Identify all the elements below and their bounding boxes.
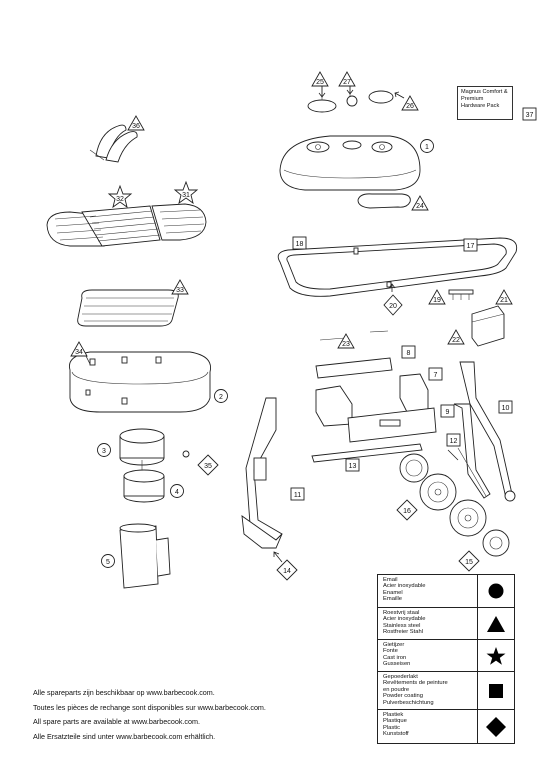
legend-text: Gepoederlakt Revêtements de peinture en …: [383, 674, 448, 706]
callout-shapes: [70, 71, 537, 581]
legend-row-powder-coating: Gepoederlakt Revêtements de peinture en …: [378, 671, 514, 710]
material-legend: Email Acier inoxydable Enamel Emaille Ro…: [377, 574, 515, 744]
part-label: 17: [467, 243, 475, 250]
legend-text: Gietijzer Fonte Cast iron Gusseisen: [383, 642, 411, 668]
circle-icon: [477, 575, 514, 607]
cooking-grids-drawing: [46, 203, 207, 247]
note-en: All spare parts are available at www.bar…: [33, 717, 200, 726]
part-label: 12: [450, 438, 458, 445]
square-icon: [477, 672, 514, 710]
lid-handle-drawing: [357, 193, 411, 209]
part-label: 16: [403, 508, 411, 515]
part-label: 34: [75, 349, 83, 356]
legend-row-cast-iron: Gietijzer Fonte Cast iron Gusseisen: [378, 639, 514, 672]
callout-labels: 1 2 3 4 5 7 8 9 10 11 12 13 14 15 16 17 …: [75, 79, 533, 575]
part-label: 24: [416, 203, 424, 210]
note-fr: Toutes les pièces de rechange sont dispo…: [33, 702, 266, 712]
note-nl: Alle spareparts zijn beschikbaar op www.…: [33, 688, 215, 697]
part-label: 2: [219, 394, 223, 401]
lid-drawing: [279, 135, 421, 191]
part-label: 7: [434, 372, 438, 379]
screw-a: [319, 337, 346, 341]
part-label: 26: [406, 103, 414, 110]
spare-parts-notes: Alle spareparts zijn beschikbaar op www.…: [33, 686, 333, 744]
part-label: 8: [407, 350, 411, 357]
bowl-drawing: [68, 351, 212, 413]
side-table-frame-drawing: [277, 237, 518, 297]
legend-text: Email Acier inoxydable Enamel Emaille: [383, 577, 426, 603]
wheels-drawing: [399, 447, 510, 557]
part-label: 1: [425, 144, 429, 151]
part-label: 11: [294, 492, 301, 499]
part-label: 18: [296, 241, 304, 248]
leader-arrows: [85, 86, 459, 563]
part-label: 19: [433, 297, 441, 304]
part-label: 3: [102, 448, 106, 455]
legend-text: Plastiek Plastique Plastic Kunststoff: [383, 712, 409, 738]
ash-collector-drawing: [119, 428, 165, 470]
legend-row-enamel: Email Acier inoxydable Enamel Emaille: [378, 575, 514, 607]
part-label: 35: [204, 463, 212, 470]
part-label: 10: [502, 405, 510, 412]
part-label: 37: [526, 112, 534, 119]
part-label: 23: [342, 341, 350, 348]
legend-row-stainless: Roestvrij staal Acier inoxydable Stainle…: [378, 607, 514, 640]
part-label: 5: [106, 559, 110, 566]
part-label: 21: [500, 297, 508, 304]
legs-drawing: [241, 361, 516, 549]
hardware-pack-box: Magnus Comfort & Premium Hardware Pack: [457, 86, 513, 120]
part-label: 13: [349, 463, 357, 470]
legend-row-plastic: Plastiek Plastique Plastic Kunststoff: [378, 709, 514, 744]
screw-b: [369, 330, 389, 333]
ash-pan-drawing: [123, 469, 165, 503]
part-label: 22: [452, 337, 460, 344]
part-label: 4: [175, 489, 179, 496]
legend-text: Roestvrij staal Acier inoxydable Stainle…: [383, 610, 426, 636]
part-label: 36: [132, 123, 140, 130]
part-label: 25: [316, 79, 324, 86]
part-label: 27: [343, 79, 351, 86]
chimney-starter-drawing: [119, 523, 171, 589]
hooks-drawing: [448, 289, 474, 300]
part-label: 20: [389, 303, 397, 310]
star-icon: [477, 640, 514, 672]
part-label: 9: [446, 409, 450, 416]
charcoal-grid-drawing: [77, 289, 179, 327]
part-label: 14: [283, 568, 291, 575]
triangle-icon: [477, 608, 514, 640]
part-label: 15: [465, 559, 473, 566]
diamond-icon: [477, 710, 514, 744]
front-panel-drawing: [311, 357, 437, 463]
bracket-drawing: [471, 305, 505, 347]
part-label: 31: [182, 192, 190, 199]
part-label: 33: [176, 287, 184, 294]
part-label: 32: [116, 196, 124, 203]
tongs-drawing: [89, 124, 138, 163]
note-de: Alle Ersatzteile sind unter www.barbecoo…: [33, 731, 216, 741]
